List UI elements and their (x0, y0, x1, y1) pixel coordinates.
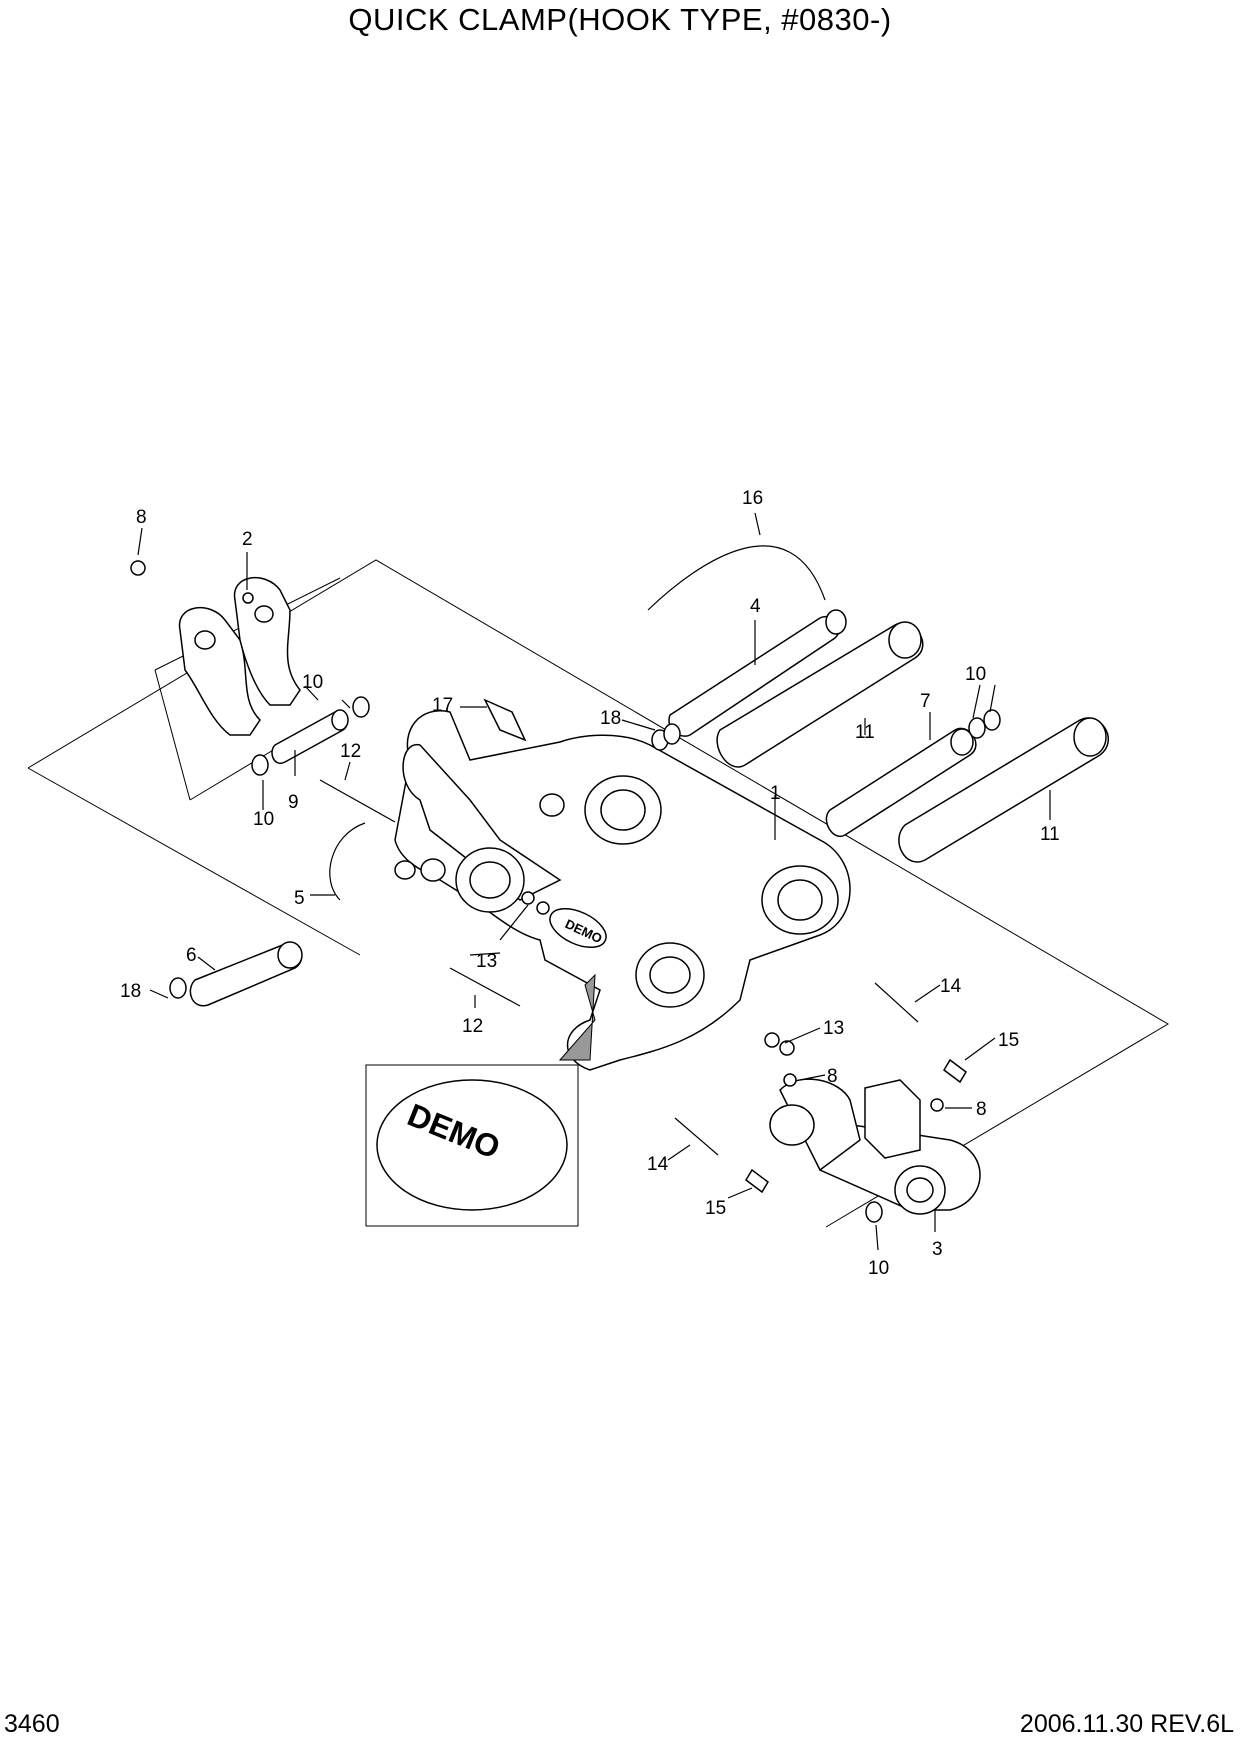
callout-7: 7 (920, 691, 931, 712)
revision-label: 2006.11.30 REV.6L (1019, 1710, 1234, 1738)
clamp-cylinder (769, 1078, 981, 1215)
callout-10: 10 (253, 809, 274, 830)
callout-4: 4 (750, 596, 761, 617)
callout-15: 15 (705, 1198, 726, 1219)
page-number: 3460 (4, 1710, 60, 1738)
rings-and-fittings (130, 545, 1001, 1223)
callout-18: 18 (120, 981, 141, 1002)
leader-lines (137, 512, 1051, 1251)
callout-10: 10 (965, 664, 986, 685)
callout-8: 8 (136, 507, 147, 528)
callout-9: 9 (288, 792, 299, 813)
callout-14: 14 (647, 1154, 669, 1175)
callout-10: 10 (868, 1258, 889, 1279)
pins (189, 609, 1110, 1156)
callout-16: 16 (742, 488, 763, 509)
callout-8: 8 (976, 1099, 987, 1120)
callout-1: 1 (770, 783, 781, 804)
callout-labels: 16 2 8 4 10 17 18 10 7 11 12 1 9 10 11 5… (120, 488, 1060, 1279)
callout-11: 11 (855, 722, 875, 743)
callout-14: 14 (940, 976, 962, 997)
callout-13: 13 (823, 1018, 844, 1039)
callout-6: 6 (186, 945, 197, 966)
callout-13: 13 (476, 951, 497, 972)
hook-plate (178, 576, 301, 736)
callout-3: 3 (932, 1239, 943, 1260)
callout-17: 17 (432, 695, 453, 716)
callout-18: 18 (600, 708, 621, 729)
callout-5: 5 (294, 888, 305, 909)
callout-11: 11 (1040, 824, 1060, 845)
quick-clamp-frame: DEMO (394, 710, 851, 1071)
callout-15: 15 (998, 1030, 1019, 1051)
callout-10: 10 (302, 672, 323, 693)
detail-inset: DEMO (365, 1064, 579, 1227)
callout-12: 12 (462, 1016, 483, 1037)
callout-8: 8 (827, 1066, 838, 1087)
page-title: QUICK CLAMP(HOOK TYPE, #0830-) (348, 2, 892, 37)
callout-2: 2 (242, 529, 253, 550)
callout-12: 12 (340, 741, 361, 762)
